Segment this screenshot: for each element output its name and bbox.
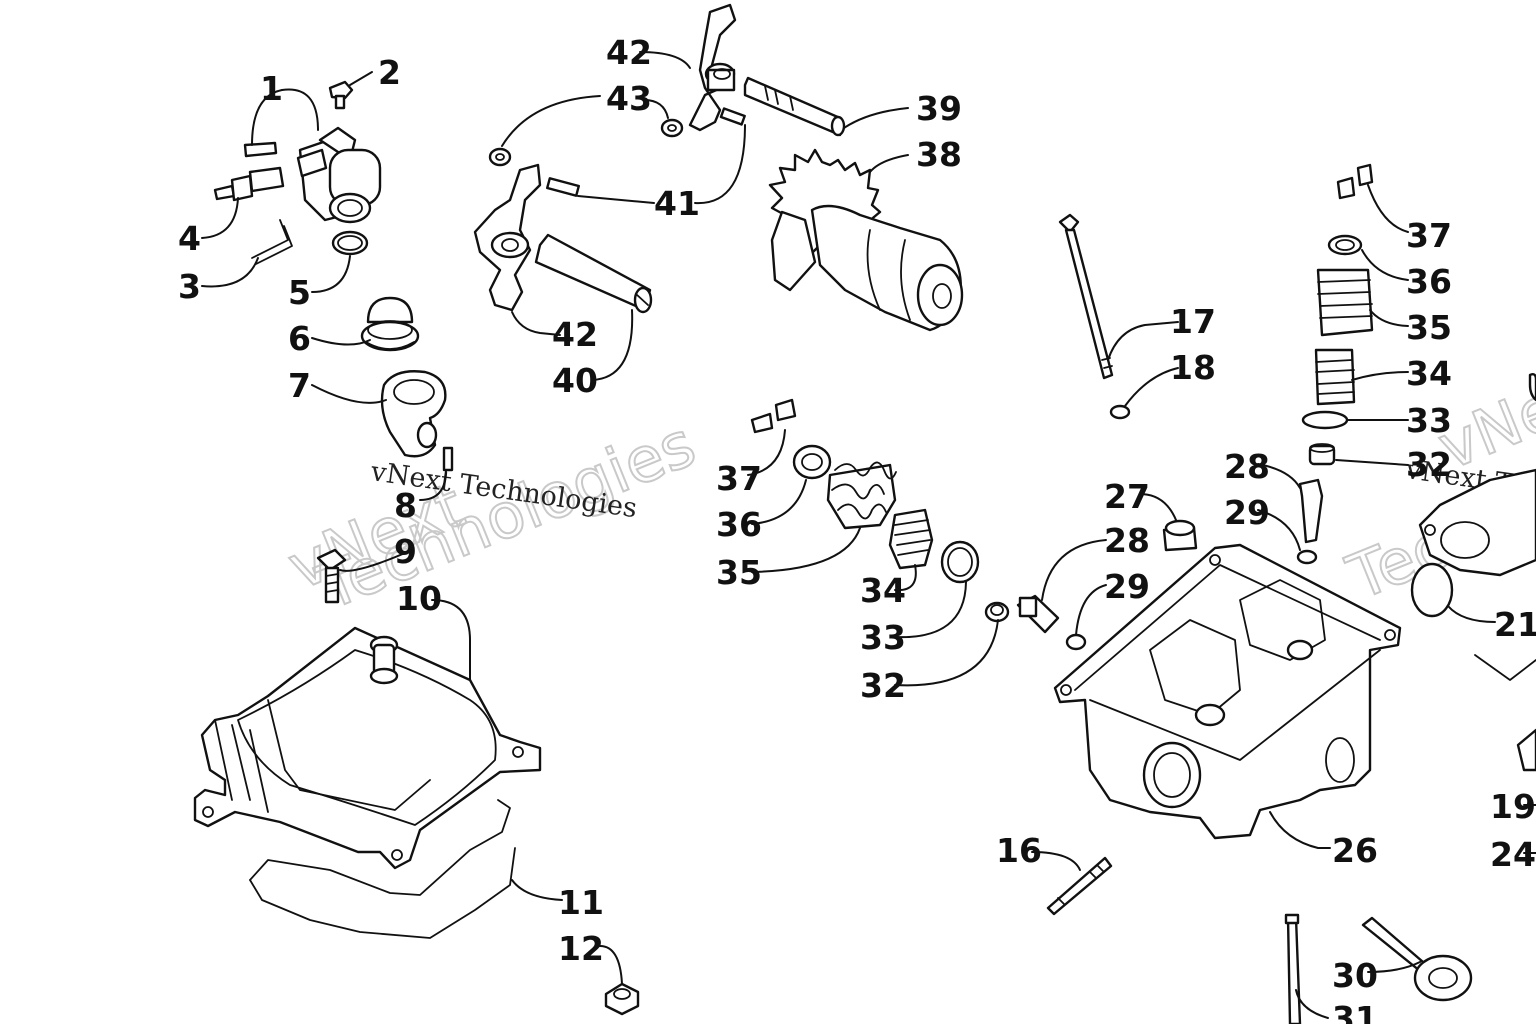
callout-36-left: 36 bbox=[716, 505, 762, 544]
callout-29-right: 29 bbox=[1224, 493, 1270, 532]
nut-12 bbox=[604, 982, 640, 1016]
bracket-right bbox=[1474, 372, 1536, 772]
callout-28-right: 28 bbox=[1224, 447, 1270, 486]
gasket-11 bbox=[249, 799, 516, 939]
seal-32-right bbox=[1308, 443, 1336, 466]
callout-16: 16 bbox=[996, 831, 1042, 870]
callout-36-right: 36 bbox=[1406, 262, 1452, 301]
callout-11: 11 bbox=[558, 883, 604, 922]
callout-37-right: 37 bbox=[1406, 216, 1452, 255]
callout-labels: 1 2 3 4 5 6 7 8 9 10 11 12 16 17 18 19 2… bbox=[178, 33, 1536, 1024]
callout-17: 17 bbox=[1170, 302, 1216, 341]
callout-39: 39 bbox=[916, 89, 962, 128]
nut-43 bbox=[488, 118, 684, 167]
bolt-8 bbox=[442, 446, 454, 472]
valve-30 bbox=[1361, 916, 1473, 1002]
callout-28-left: 28 bbox=[1104, 521, 1150, 560]
bolt-9 bbox=[316, 548, 347, 604]
valve-guide-28-left bbox=[1016, 594, 1060, 634]
callout-10: 10 bbox=[396, 579, 442, 618]
valve-cover-10 bbox=[193, 626, 542, 870]
seal-33-right bbox=[1301, 410, 1349, 430]
spring-35-left bbox=[826, 461, 897, 530]
rocker-arm-42-top bbox=[688, 3, 737, 132]
callout-3: 3 bbox=[178, 267, 201, 306]
callout-35-left: 35 bbox=[716, 553, 762, 592]
callout-31: 31 bbox=[1332, 999, 1378, 1024]
callout-18: 18 bbox=[1170, 348, 1216, 387]
callout-8: 8 bbox=[394, 486, 417, 525]
oring-21 bbox=[1410, 562, 1454, 618]
intake-flange bbox=[1418, 468, 1536, 577]
callout-24: 24 bbox=[1490, 835, 1536, 874]
callout-27: 27 bbox=[1104, 477, 1150, 516]
callout-29-left: 29 bbox=[1104, 567, 1150, 606]
bracket-3 bbox=[251, 219, 293, 265]
rocker-shaft-40 bbox=[534, 233, 653, 314]
oring-29-left bbox=[1065, 633, 1087, 651]
watermark: vNext Technologies vNext Technologies Te… bbox=[277, 370, 1536, 625]
leader-lines bbox=[201, 51, 1536, 1019]
stud-16 bbox=[1046, 856, 1113, 916]
callout-30: 30 bbox=[1332, 956, 1378, 995]
seal-32-left bbox=[984, 601, 1010, 623]
retainer-36-left bbox=[792, 444, 832, 480]
callout-4: 4 bbox=[178, 219, 201, 258]
callout-32-left: 32 bbox=[860, 666, 906, 705]
valve-guide-28-right bbox=[1298, 478, 1324, 544]
spring-34-left bbox=[888, 508, 934, 570]
adjuster-41 bbox=[546, 107, 746, 197]
callout-6: 6 bbox=[288, 319, 311, 358]
camshaft-38 bbox=[768, 148, 964, 332]
callout-37-left: 37 bbox=[716, 459, 762, 498]
sensor-4 bbox=[213, 166, 285, 202]
callout-40: 40 bbox=[552, 361, 598, 400]
callout-42-top: 42 bbox=[606, 33, 652, 72]
callout-35-right: 35 bbox=[1406, 308, 1452, 347]
keeper-37-left bbox=[750, 398, 797, 434]
callout-33-right: 33 bbox=[1406, 401, 1452, 440]
washer-18 bbox=[1109, 404, 1131, 420]
callout-21: 21 bbox=[1494, 605, 1536, 644]
callout-33-left: 33 bbox=[860, 618, 906, 657]
callout-41: 41 bbox=[654, 184, 700, 223]
callout-1: 1 bbox=[260, 69, 283, 108]
stud-31 bbox=[1284, 913, 1302, 1024]
thermostat-housing-1 bbox=[243, 126, 382, 224]
thermostat-6 bbox=[360, 296, 420, 352]
rocker-shaft-39 bbox=[743, 76, 846, 137]
callout-19: 19 bbox=[1490, 787, 1536, 826]
stud-17 bbox=[1058, 213, 1114, 380]
retainer-36-right bbox=[1327, 234, 1363, 256]
callout-34-right: 34 bbox=[1406, 354, 1452, 393]
seal-33-left bbox=[940, 540, 980, 584]
keeper-37-right bbox=[1336, 163, 1374, 200]
cylinder-head-26 bbox=[1053, 543, 1402, 840]
spring-35-right bbox=[1316, 268, 1374, 337]
housing-cover-7 bbox=[380, 370, 447, 458]
callout-34-left: 34 bbox=[860, 571, 906, 610]
callout-9: 9 bbox=[394, 532, 417, 571]
rocker-arm-42-bottom bbox=[473, 163, 542, 312]
callout-7: 7 bbox=[288, 366, 311, 405]
oring-5 bbox=[331, 230, 369, 256]
callout-38: 38 bbox=[916, 135, 962, 174]
callout-42-bottom: 42 bbox=[552, 315, 598, 354]
callout-43: 43 bbox=[606, 79, 652, 118]
oring-29-right bbox=[1296, 549, 1318, 565]
plug-27 bbox=[1162, 519, 1198, 552]
callout-26: 26 bbox=[1332, 831, 1378, 870]
callout-5: 5 bbox=[288, 273, 311, 312]
callout-32-right: 32 bbox=[1406, 445, 1452, 484]
callout-2: 2 bbox=[378, 53, 401, 92]
spring-34-right bbox=[1314, 348, 1356, 406]
bolt-2 bbox=[328, 80, 354, 110]
callout-12: 12 bbox=[558, 929, 604, 968]
